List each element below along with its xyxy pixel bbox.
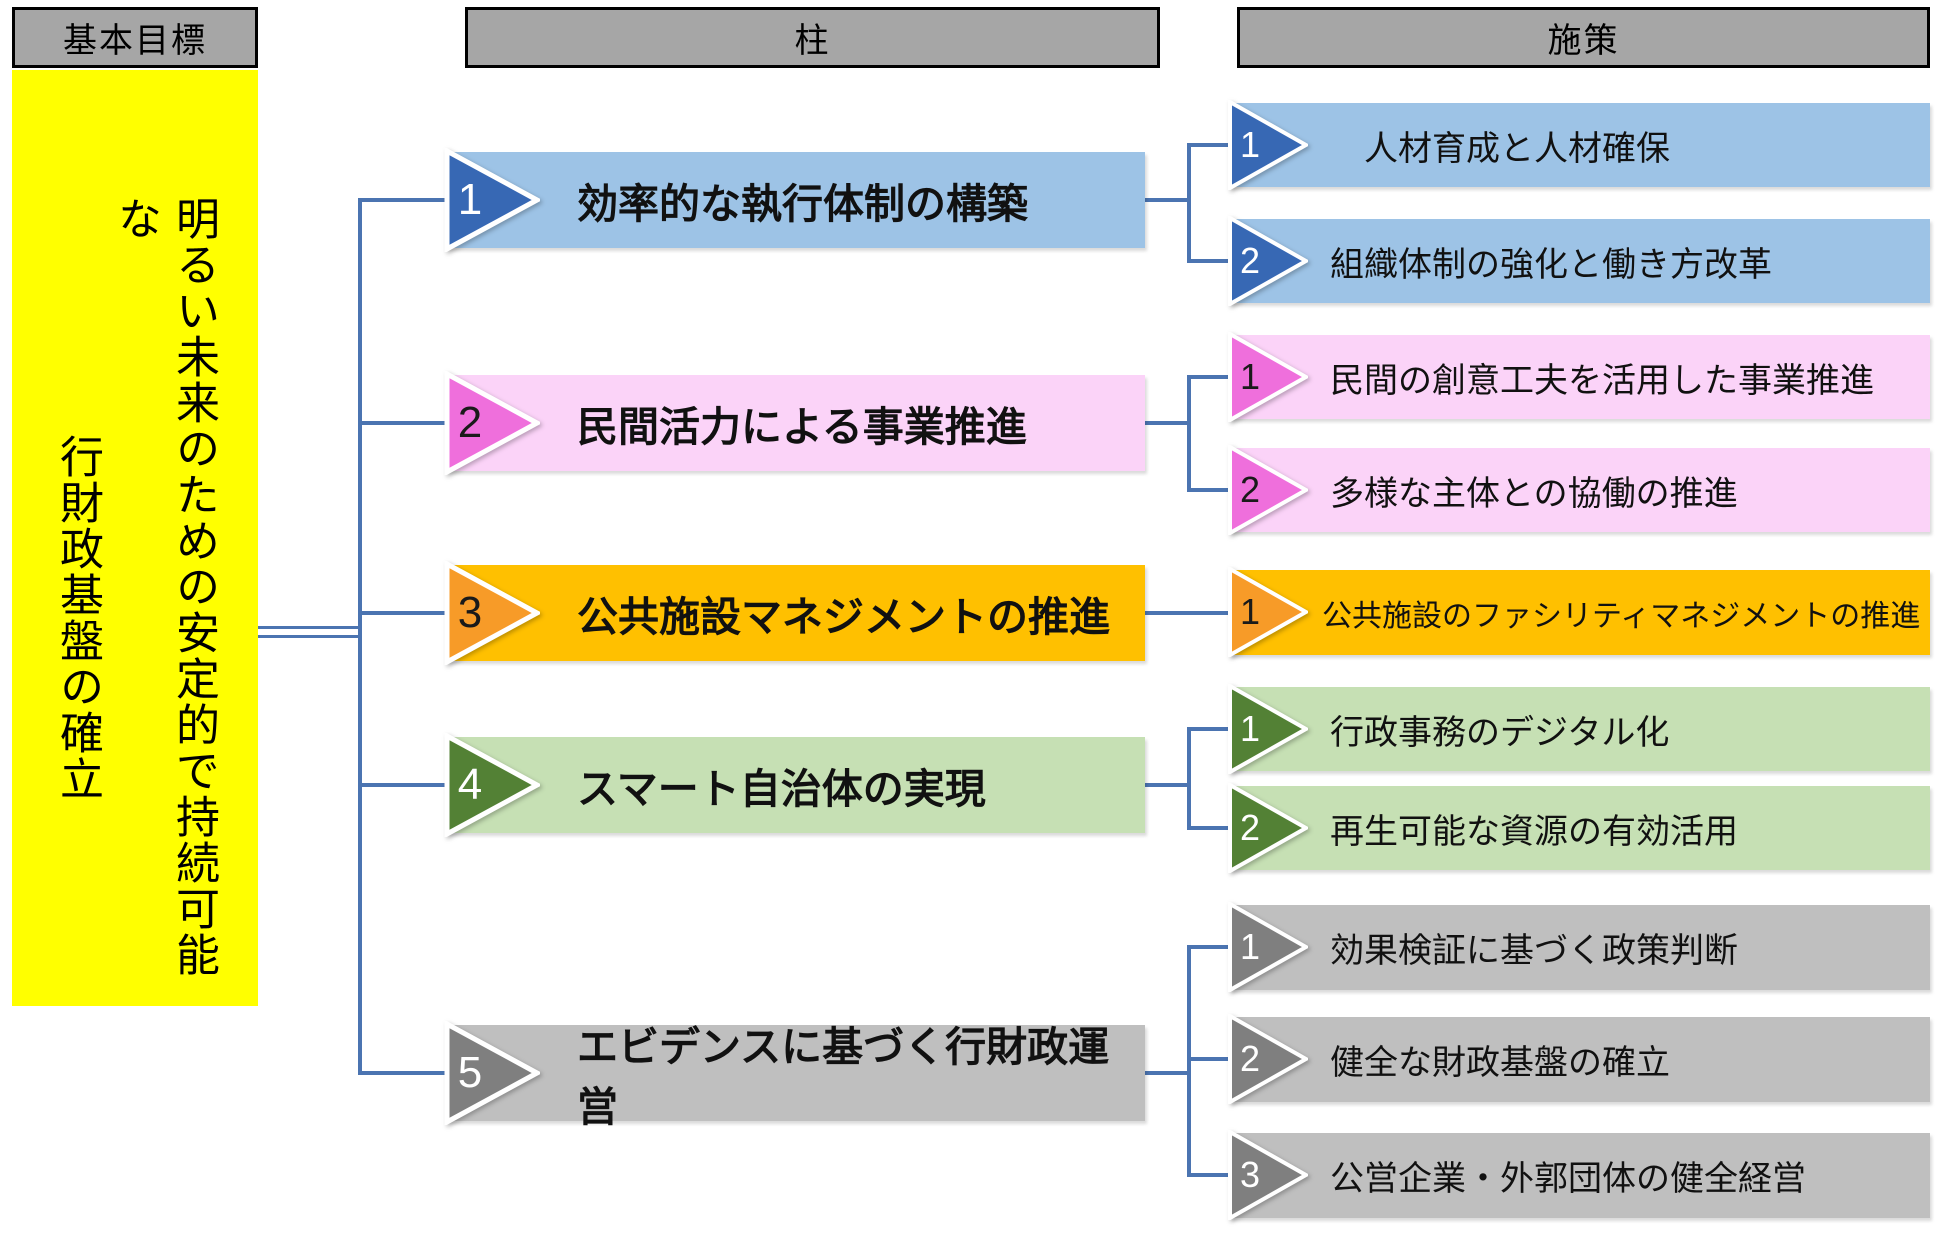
connector-stub-pillar4 [1145, 783, 1189, 787]
measure-box-2-2: 多様な主体との協働の推進 [1230, 448, 1930, 532]
connector-branch-m4-1 [1187, 727, 1232, 731]
pillar-box-4: スマート自治体の実現 [447, 737, 1145, 833]
measure-box-1-2: 組織体制の強化と働き方改革 [1230, 219, 1930, 303]
basic-goal-line1: 明るい未来のための安定的で持続可能な [111, 196, 218, 978]
connector-branch-pillar4 [358, 783, 448, 787]
measure-arrow-icon-1-1: 1 [1228, 100, 1308, 190]
pillar-box-1: 効率的な執行体制の構築 [447, 152, 1145, 248]
measure-arrow-icon-4-2: 2 [1228, 783, 1308, 873]
connector-branch-pillar2 [358, 421, 448, 425]
connector-bracket-pillar1 [1187, 143, 1191, 263]
connector-bracket-pillar2 [1187, 375, 1191, 492]
connector-branch-m2-1 [1187, 375, 1232, 379]
connector-branch-m5-3 [1187, 1173, 1232, 1177]
measure-number-2-2: 2 [1239, 469, 1261, 510]
measure-box-4-2: 再生可能な資源の有効活用 [1230, 786, 1930, 870]
basic-goal-line2: 行財政基盤の確立 [53, 434, 102, 802]
pillar-arrow-icon-4: 4 [444, 733, 540, 837]
measure-column-header: 施策 [1237, 7, 1930, 68]
measure-arrow-icon-3-1: 1 [1228, 567, 1308, 657]
measure-number-1-2: 2 [1239, 240, 1261, 281]
measure-box-3-1: 公共施設のファシリティマネジメントの推進 [1230, 570, 1930, 655]
connector-goal-double-bottom [258, 635, 362, 638]
pillar-box-5: エビデンスに基づく行財政運営 [447, 1024, 1145, 1130]
measure-number-5-2: 2 [1239, 1038, 1261, 1079]
connector-stub-pillar2 [1145, 421, 1189, 425]
measure-arrow-icon-2-2: 2 [1228, 445, 1308, 535]
connector-stub-pillar1 [1145, 198, 1189, 202]
pillar-box-2: 民間活力による事業推進 [447, 375, 1145, 471]
measure-box-4-1: 行政事務のデジタル化 [1230, 687, 1930, 771]
measure-number-4-1: 1 [1239, 708, 1261, 749]
measure-arrow-icon-5-1: 1 [1228, 902, 1308, 992]
connector-bracket-pillar5 [1187, 945, 1191, 1177]
measure-arrow-icon-1-2: 2 [1228, 216, 1308, 306]
measure-arrow-icon-2-1: 1 [1228, 332, 1308, 422]
measure-number-3-1: 1 [1239, 591, 1261, 632]
measure-number-4-2: 2 [1239, 807, 1261, 848]
connector-branch-m4-2 [1187, 826, 1232, 830]
connector-trunk [358, 198, 362, 1075]
goal-column-header: 基本目標 [12, 7, 258, 68]
pillar-arrow-icon-1: 1 [444, 148, 540, 252]
connector-branch-m5-1 [1187, 945, 1232, 949]
measure-arrow-icon-5-3: 3 [1228, 1130, 1308, 1220]
connector-branch-pillar3 [358, 611, 448, 615]
measure-box-1-1: 人材育成と人材確保 [1230, 103, 1930, 187]
connector-branch-pillar1 [358, 198, 448, 202]
measure-number-2-1: 1 [1239, 356, 1261, 397]
pillar-arrow-icon-2: 2 [444, 371, 540, 475]
pillar-arrow-icon-3: 3 [444, 561, 540, 665]
measure-box-5-2: 健全な財政基盤の確立 [1230, 1017, 1930, 1102]
connector-branch-m2-2 [1187, 488, 1232, 492]
pillar-number-3: 3 [457, 588, 483, 637]
connector-branch-m1-2 [1187, 259, 1232, 263]
pillar-arrow-icon-5: 5 [444, 1021, 540, 1125]
pillar-number-1: 1 [457, 175, 483, 224]
pillar-box-3: 公共施設マネジメントの推進 [447, 565, 1145, 661]
measure-box-5-1: 効果検証に基づく政策判断 [1230, 905, 1930, 990]
measure-arrow-icon-5-2: 2 [1228, 1014, 1308, 1104]
pillar-number-4: 4 [457, 760, 483, 809]
pillar-number-5: 5 [457, 1048, 483, 1097]
connector-stub-pillar5 [1145, 1071, 1189, 1075]
basic-goal-text: 明るい未来のための安定的で持続可能な 行財政基盤の確立 [48, 196, 222, 1006]
connector-goal-double-top [258, 626, 362, 629]
basic-goal-box: 明るい未来のための安定的で持続可能な 行財政基盤の確立 [12, 70, 258, 1006]
measure-number-1-1: 1 [1239, 124, 1261, 165]
measure-arrow-icon-4-1: 1 [1228, 684, 1308, 774]
measure-number-5-1: 1 [1239, 926, 1261, 967]
pillar-column-header: 柱 [465, 7, 1160, 68]
pillar-number-2: 2 [457, 398, 483, 447]
connector-branch-m1-1 [1187, 143, 1232, 147]
connector-branch-pillar5 [358, 1071, 448, 1075]
connector-branch-m5-2 [1187, 1057, 1232, 1061]
connector-bracket-pillar4 [1187, 727, 1191, 830]
measure-box-5-3: 公営企業・外郭団体の健全経営 [1230, 1133, 1930, 1218]
connector-branch-m3-1 [1145, 611, 1232, 615]
measure-number-5-3: 3 [1239, 1154, 1261, 1195]
measure-box-2-1: 民間の創意工夫を活用した事業推進 [1230, 335, 1930, 419]
